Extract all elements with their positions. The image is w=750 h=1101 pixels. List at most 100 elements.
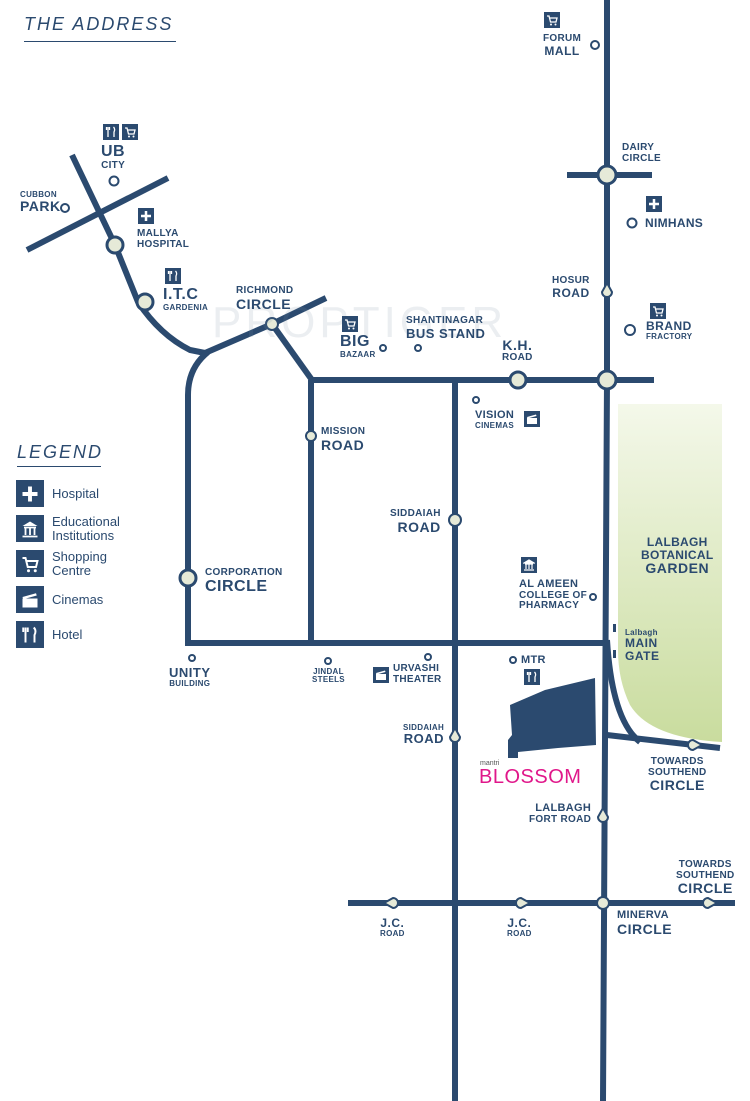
shantinagar-marker xyxy=(414,344,422,352)
legend-title: LEGEND xyxy=(17,442,104,462)
lalbagh-gate-mark xyxy=(613,650,616,658)
richmond-down-road xyxy=(269,322,315,382)
vision-cinemas-marker xyxy=(472,396,480,404)
jc-road-pin-2 xyxy=(515,896,533,910)
legend-label: Cinemas xyxy=(52,591,104,607)
west-loop-road xyxy=(185,349,603,646)
cubbon-park-marker xyxy=(60,203,70,213)
cart-icon xyxy=(650,303,666,319)
big-bazaar-marker xyxy=(379,344,387,352)
jc-road-label-2: J.C.ROAD xyxy=(507,916,532,938)
northwest-diagonal-road xyxy=(69,153,206,356)
hosur-road-pin xyxy=(600,280,614,298)
unity-building-marker xyxy=(188,654,196,662)
urvashi-marker xyxy=(424,653,432,661)
title-underline xyxy=(24,41,176,42)
al-ameen-marker xyxy=(589,593,597,601)
legend-label: Hospital xyxy=(52,485,99,501)
nimhans-label: NIMHANS xyxy=(645,216,704,230)
legend-item-hospital: Hospital xyxy=(16,480,99,507)
legend-label: Hotel xyxy=(52,626,83,642)
lalbagh-garden-label: LALBAGH BOTANICAL GARDEN xyxy=(641,535,714,577)
forum-mall-marker xyxy=(590,40,600,50)
clapper-icon xyxy=(16,586,44,613)
itc-node xyxy=(135,292,155,312)
nimhans-marker xyxy=(626,217,638,229)
kh-road-node xyxy=(508,370,528,390)
southend-pin-1 xyxy=(687,738,705,752)
fork-knife-icon xyxy=(103,124,119,140)
ub-city-marker xyxy=(108,175,120,187)
legend-underline xyxy=(17,466,101,467)
cart-icon xyxy=(16,550,44,578)
fork-knife-icon xyxy=(165,268,181,284)
corporation-circle-node xyxy=(178,568,198,588)
legend-item-shopping: Shopping Centre xyxy=(16,550,107,578)
towards-southend-label-1: TOWARDS SOUTHEND CIRCLE xyxy=(648,756,707,793)
cart-icon xyxy=(122,124,138,140)
legend-item-education: Educational Institutions xyxy=(16,514,120,543)
richmond-circle-node xyxy=(265,317,279,331)
kh-road-label: K.H.ROAD xyxy=(502,337,533,363)
fork-knife-icon xyxy=(16,621,44,648)
building-icon xyxy=(16,515,44,543)
legend-label: Educational Institutions xyxy=(52,514,120,543)
plus-icon xyxy=(646,196,662,212)
lalbagh-garden-area xyxy=(618,404,722,742)
clapper-icon xyxy=(524,411,540,427)
legend-item-hotel: Hotel xyxy=(16,621,82,648)
fort-road-pin xyxy=(596,805,610,823)
plus-icon xyxy=(138,208,154,224)
jc-road-label-1: J.C.ROAD xyxy=(380,916,405,938)
fork-knife-icon xyxy=(524,669,540,685)
project-name: BLOSSOM xyxy=(479,766,582,788)
jc-road-pin-1 xyxy=(381,896,399,910)
lalbagh-gate-mark xyxy=(613,624,616,632)
mantri-blossom-block xyxy=(508,678,596,758)
clapper-icon xyxy=(373,667,389,683)
towards-southend-label-2: TOWARDS SOUTHEND CIRCLE xyxy=(676,859,735,896)
dairy-circle-node xyxy=(596,164,618,186)
siddaiah-road-pin xyxy=(448,725,462,743)
mission-road-node xyxy=(305,430,317,442)
legend-item-cinemas: Cinemas xyxy=(16,586,103,613)
al-ameen-label: AL AMEEN COLLEGE OF PHARMACY xyxy=(519,578,587,612)
minerva-circle-node xyxy=(596,896,610,910)
mtr-label: MTR xyxy=(521,654,546,666)
project-brand: mantri xyxy=(480,760,500,767)
cubbon-park-crossroad xyxy=(25,175,170,253)
mallya-node xyxy=(105,235,125,255)
mtr-marker xyxy=(509,656,517,664)
hosur-junction-node xyxy=(596,369,618,391)
cart-icon xyxy=(342,316,358,332)
cart-icon xyxy=(544,12,560,28)
building-icon xyxy=(521,557,537,573)
jindal-steels-marker xyxy=(324,657,332,665)
siddaiah-road-node xyxy=(448,513,462,527)
plus-icon xyxy=(16,480,44,507)
page-title: THE ADDRESS xyxy=(24,14,174,34)
